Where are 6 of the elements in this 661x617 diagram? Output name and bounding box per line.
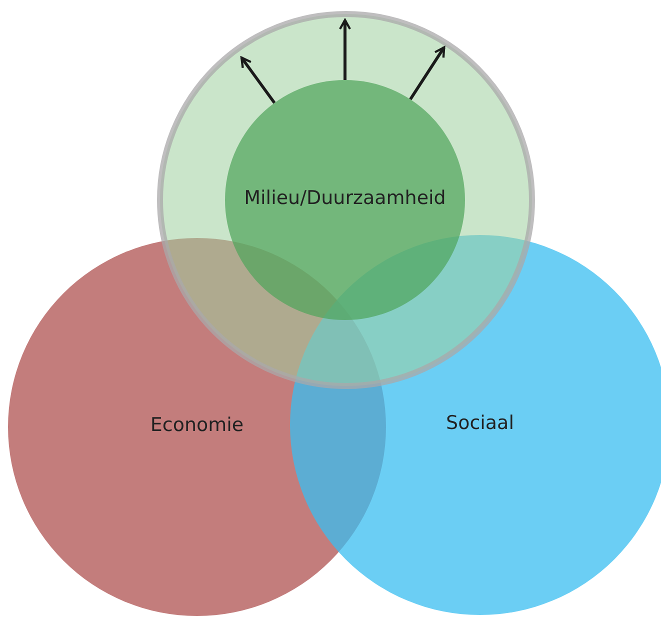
circle-label: Economie	[150, 414, 244, 436]
arrow	[338, 18, 352, 80]
circle-label: Sociaal	[446, 412, 514, 434]
arrow	[409, 46, 446, 100]
arrow	[240, 56, 276, 104]
circle-label: Milieu/Duurzaamheid	[244, 187, 446, 209]
